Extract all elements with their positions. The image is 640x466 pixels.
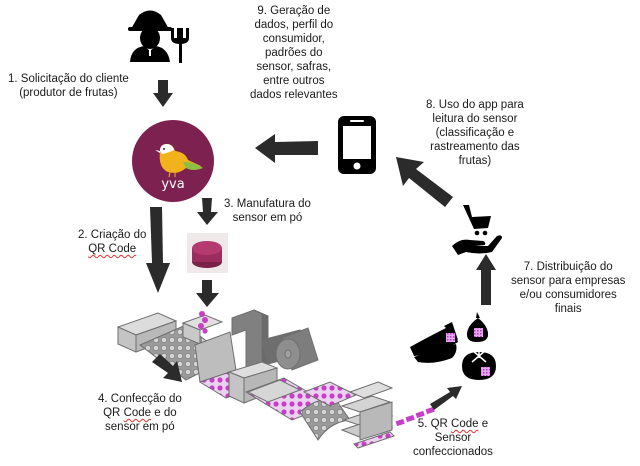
step-9-line-1: 9. Geração de [257, 5, 331, 17]
yva-logo [132, 120, 214, 202]
qr-code-fig [474, 328, 483, 337]
step-9-line-5: sensor, safras, [256, 61, 332, 73]
persimmon-icon [462, 346, 496, 380]
step-9-line-2: dados, perfil do [254, 19, 334, 31]
powder-drops [198, 311, 208, 334]
step-5-line-1: 5. QR Code e [417, 418, 489, 430]
step-1-label: 1. Solicitação do cliente (produtor de f… [8, 72, 129, 100]
step-3-line-2: sensor em pó [232, 212, 303, 224]
arrow-step-1 [153, 80, 173, 107]
arrow-step-3 [197, 198, 218, 225]
step-7-line-2: sensor para empresas [511, 275, 626, 287]
arrow-step-8 [396, 157, 453, 207]
step-3-line-1: 3. Manufatura do [224, 198, 311, 210]
step-3-label: 3. Manufatura do sensor em pó [224, 197, 311, 225]
arrow-step-2 [146, 207, 170, 293]
step-2-line-2: QR Code [88, 243, 137, 255]
arrow-step-9 [255, 134, 318, 163]
step-9-line-7: dados relevantes [250, 89, 338, 101]
step-8-line-5: frutas) [458, 155, 492, 167]
hand-cart-icon [452, 205, 502, 255]
fruits-with-qr-icon [410, 312, 496, 380]
production-line [116, 309, 435, 449]
step-4-line-1: 4. Confecção do [98, 393, 182, 405]
step-8-label: 8. Uso do app para leitura do sensor (cl… [426, 98, 524, 168]
yva-logo-text: yva [161, 177, 185, 192]
sensor-powder-photo [187, 233, 228, 273]
fig-icon [466, 312, 489, 342]
bird-icon [155, 144, 203, 178]
arrow-step-5 [430, 386, 462, 410]
step-5-label: 5. QR Code e Sensor confeccionados [413, 417, 493, 459]
step-7-label: 7. Distribuição do sensor para empresas … [511, 260, 625, 316]
step-8-line-4: rastreamento das [430, 141, 520, 153]
step-4-line-3: sensor em pó [105, 421, 175, 433]
step-8-line-1: 8. Uso do app para [426, 99, 524, 111]
arrow-sensor-to-production [196, 280, 219, 307]
step-8-line-2: leitura do sensor [432, 113, 518, 125]
smartphone-icon [338, 116, 376, 174]
step-4-label: 4. Confecção do QR Code e do sensor em p… [98, 392, 182, 434]
step-2-label: 2. Criação do QR Code [78, 228, 146, 256]
banana-icon [410, 322, 458, 363]
step-7-line-3: e/ou consumidores [519, 289, 617, 301]
qr-code-persimmon [481, 367, 490, 376]
step-1-line-1: 1. Solicitação do cliente [8, 73, 129, 85]
step-7-line-4: finais [554, 303, 582, 315]
arrow-step-4 [152, 354, 182, 382]
arrow-step-7 [476, 254, 496, 305]
farmer-icon [128, 10, 189, 63]
step-7-line-1: 7. Distribuição do [523, 261, 613, 273]
step-5-line-3: confeccionados [413, 446, 493, 458]
qr-code-banana [446, 333, 455, 342]
step-9-line-4: padrões do [265, 47, 323, 59]
step-5-line-2: Sensor [434, 432, 472, 444]
step-9-label: 9. Geração de dados, perfil do consumido… [250, 4, 338, 102]
step-1-line-2: (produtor de frutas) [19, 87, 118, 99]
step-9-line-6: entre outros [263, 75, 325, 87]
step-8-line-3: (classificação e [435, 127, 515, 139]
step-4-line-2: QR Code e do [103, 407, 177, 419]
output-qr-codes [395, 406, 435, 427]
step-2-line-1: 2. Criação do [78, 229, 147, 241]
step-9-line-3: consumidor, [262, 33, 325, 45]
